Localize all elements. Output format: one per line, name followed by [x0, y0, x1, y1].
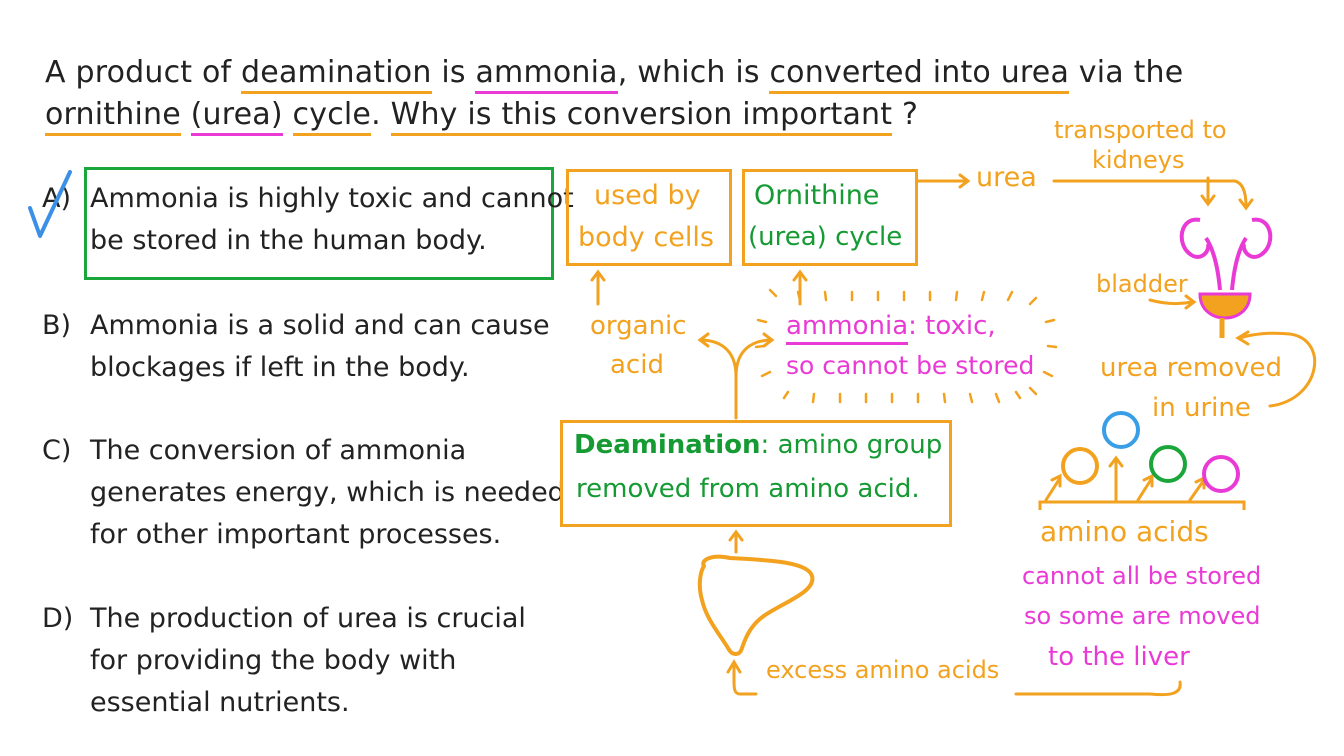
question-text: A product of — [45, 55, 232, 90]
keyword-converted-into-urea: converted into urea — [769, 55, 1070, 94]
liver-icon — [697, 554, 815, 656]
ammonia-word: ammonia — [786, 311, 909, 345]
urea-removed-label-1: urea removed — [1100, 353, 1283, 383]
cannot-be-stored-label: so cannot be stored — [786, 351, 1035, 380]
used-by-body-cells-box — [566, 169, 732, 266]
question-text: , which is — [617, 55, 760, 90]
deamination-desc-1: : amino group — [760, 430, 943, 460]
cannot-all-be-stored-3: to the liver — [1048, 642, 1190, 672]
toxic-rays — [754, 288, 1058, 404]
question-line-1: A product of deamination is ammonia, whi… — [45, 52, 1183, 94]
option-b-letter: B) — [42, 310, 72, 341]
toxic-word: : toxic, — [908, 311, 996, 341]
bladder-label: bladder — [1096, 270, 1188, 298]
kidneys-icon — [1179, 217, 1273, 291]
urea-label: urea — [976, 162, 1037, 193]
option-d[interactable]: D) The production of urea is crucial for… — [42, 598, 552, 728]
arrow-to-kidneys — [1052, 179, 1254, 211]
keyword-why-important: Why is this conversion important — [390, 97, 893, 136]
option-c-line-3: for other important processes. — [90, 519, 502, 550]
option-d-letter: D) — [42, 603, 74, 634]
arrow-split — [697, 332, 775, 420]
deamination-title: Deamination — [574, 430, 761, 460]
question-text: . — [371, 97, 381, 132]
arrow-to-urea — [916, 173, 971, 189]
arrow-urine — [1235, 330, 1317, 408]
amino-acid-circle-orange — [1061, 447, 1099, 485]
option-c-line-2: generates energy, which is needed — [90, 477, 565, 508]
ammonia-label: ammonia: toxic, — [786, 311, 996, 345]
keyword-ornithine: ornithine — [45, 97, 181, 136]
option-c-letter: C) — [42, 435, 72, 466]
keyword-ammonia: ammonia — [475, 55, 618, 94]
check-icon — [28, 170, 72, 238]
option-d-line-3: essential nutrients. — [90, 687, 350, 718]
option-d-line-2: for providing the body with — [90, 645, 457, 676]
urea-removed-label-2: in urine — [1152, 393, 1251, 423]
ornithine-label-2: (urea) cycle — [748, 222, 903, 252]
amino-acid-circle-green — [1149, 445, 1187, 483]
arrow-to-used-by — [590, 269, 606, 306]
arrow-bladder — [1148, 294, 1197, 310]
question-mark: ? — [901, 97, 919, 132]
deamination-box — [560, 420, 952, 527]
option-b[interactable]: B) Ammonia is a solid and can cause bloc… — [42, 305, 552, 395]
question-text: via the — [1078, 55, 1184, 90]
cannot-all-be-stored-1: cannot all be stored — [1022, 562, 1262, 590]
deamination-line-2: removed from amino acid. — [576, 474, 920, 504]
arrow-to-deamination — [728, 529, 744, 554]
organic-acid-label-2: acid — [610, 350, 664, 380]
arrow-excess — [726, 659, 1182, 697]
organic-acid-label-1: organic — [590, 311, 687, 341]
ornithine-cycle-box — [742, 169, 918, 266]
option-b-line-1: Ammonia is a solid and can cause — [90, 310, 550, 341]
option-c[interactable]: C) The conversion of ammonia generates e… — [42, 430, 565, 560]
keyword-urea: (urea) — [190, 97, 283, 136]
amino-acid-bracket — [1038, 500, 1246, 510]
deamination-line-1: Deamination: amino group — [574, 430, 942, 460]
ornithine-label-1: Ornithine — [754, 180, 880, 211]
cannot-all-be-stored-2: so some are moved — [1024, 602, 1261, 630]
option-a-line-1: Ammonia is highly toxic and cannot — [90, 183, 574, 214]
option-a-line-2: be stored in the human body. — [90, 225, 487, 256]
option-c-line-1: The conversion of ammonia — [90, 435, 467, 466]
excess-amino-acids-label: excess amino acids — [766, 656, 1000, 684]
keyword-deamination: deamination — [241, 55, 432, 94]
amino-acid-circle-pink — [1202, 455, 1240, 493]
used-by-label-2: body cells — [578, 222, 714, 253]
amino-acids-label: amino acids — [1040, 515, 1209, 548]
transported-label-1: transported to — [1054, 116, 1227, 144]
question-text: is — [441, 55, 466, 90]
bladder-icon — [1198, 292, 1252, 338]
option-b-line-2: blockages if left in the body. — [90, 352, 470, 383]
amino-acid-circle-blue — [1102, 411, 1140, 449]
correct-answer-box — [84, 167, 554, 280]
transported-label-2: kidneys — [1092, 146, 1185, 174]
question-line-2: ornithine (urea) cycle. Why is this conv… — [45, 94, 918, 136]
used-by-label-1: used by — [594, 180, 701, 211]
option-d-line-1: The production of urea is crucial — [90, 603, 526, 634]
arrow-transported — [1200, 176, 1216, 207]
keyword-cycle: cycle — [292, 97, 372, 136]
